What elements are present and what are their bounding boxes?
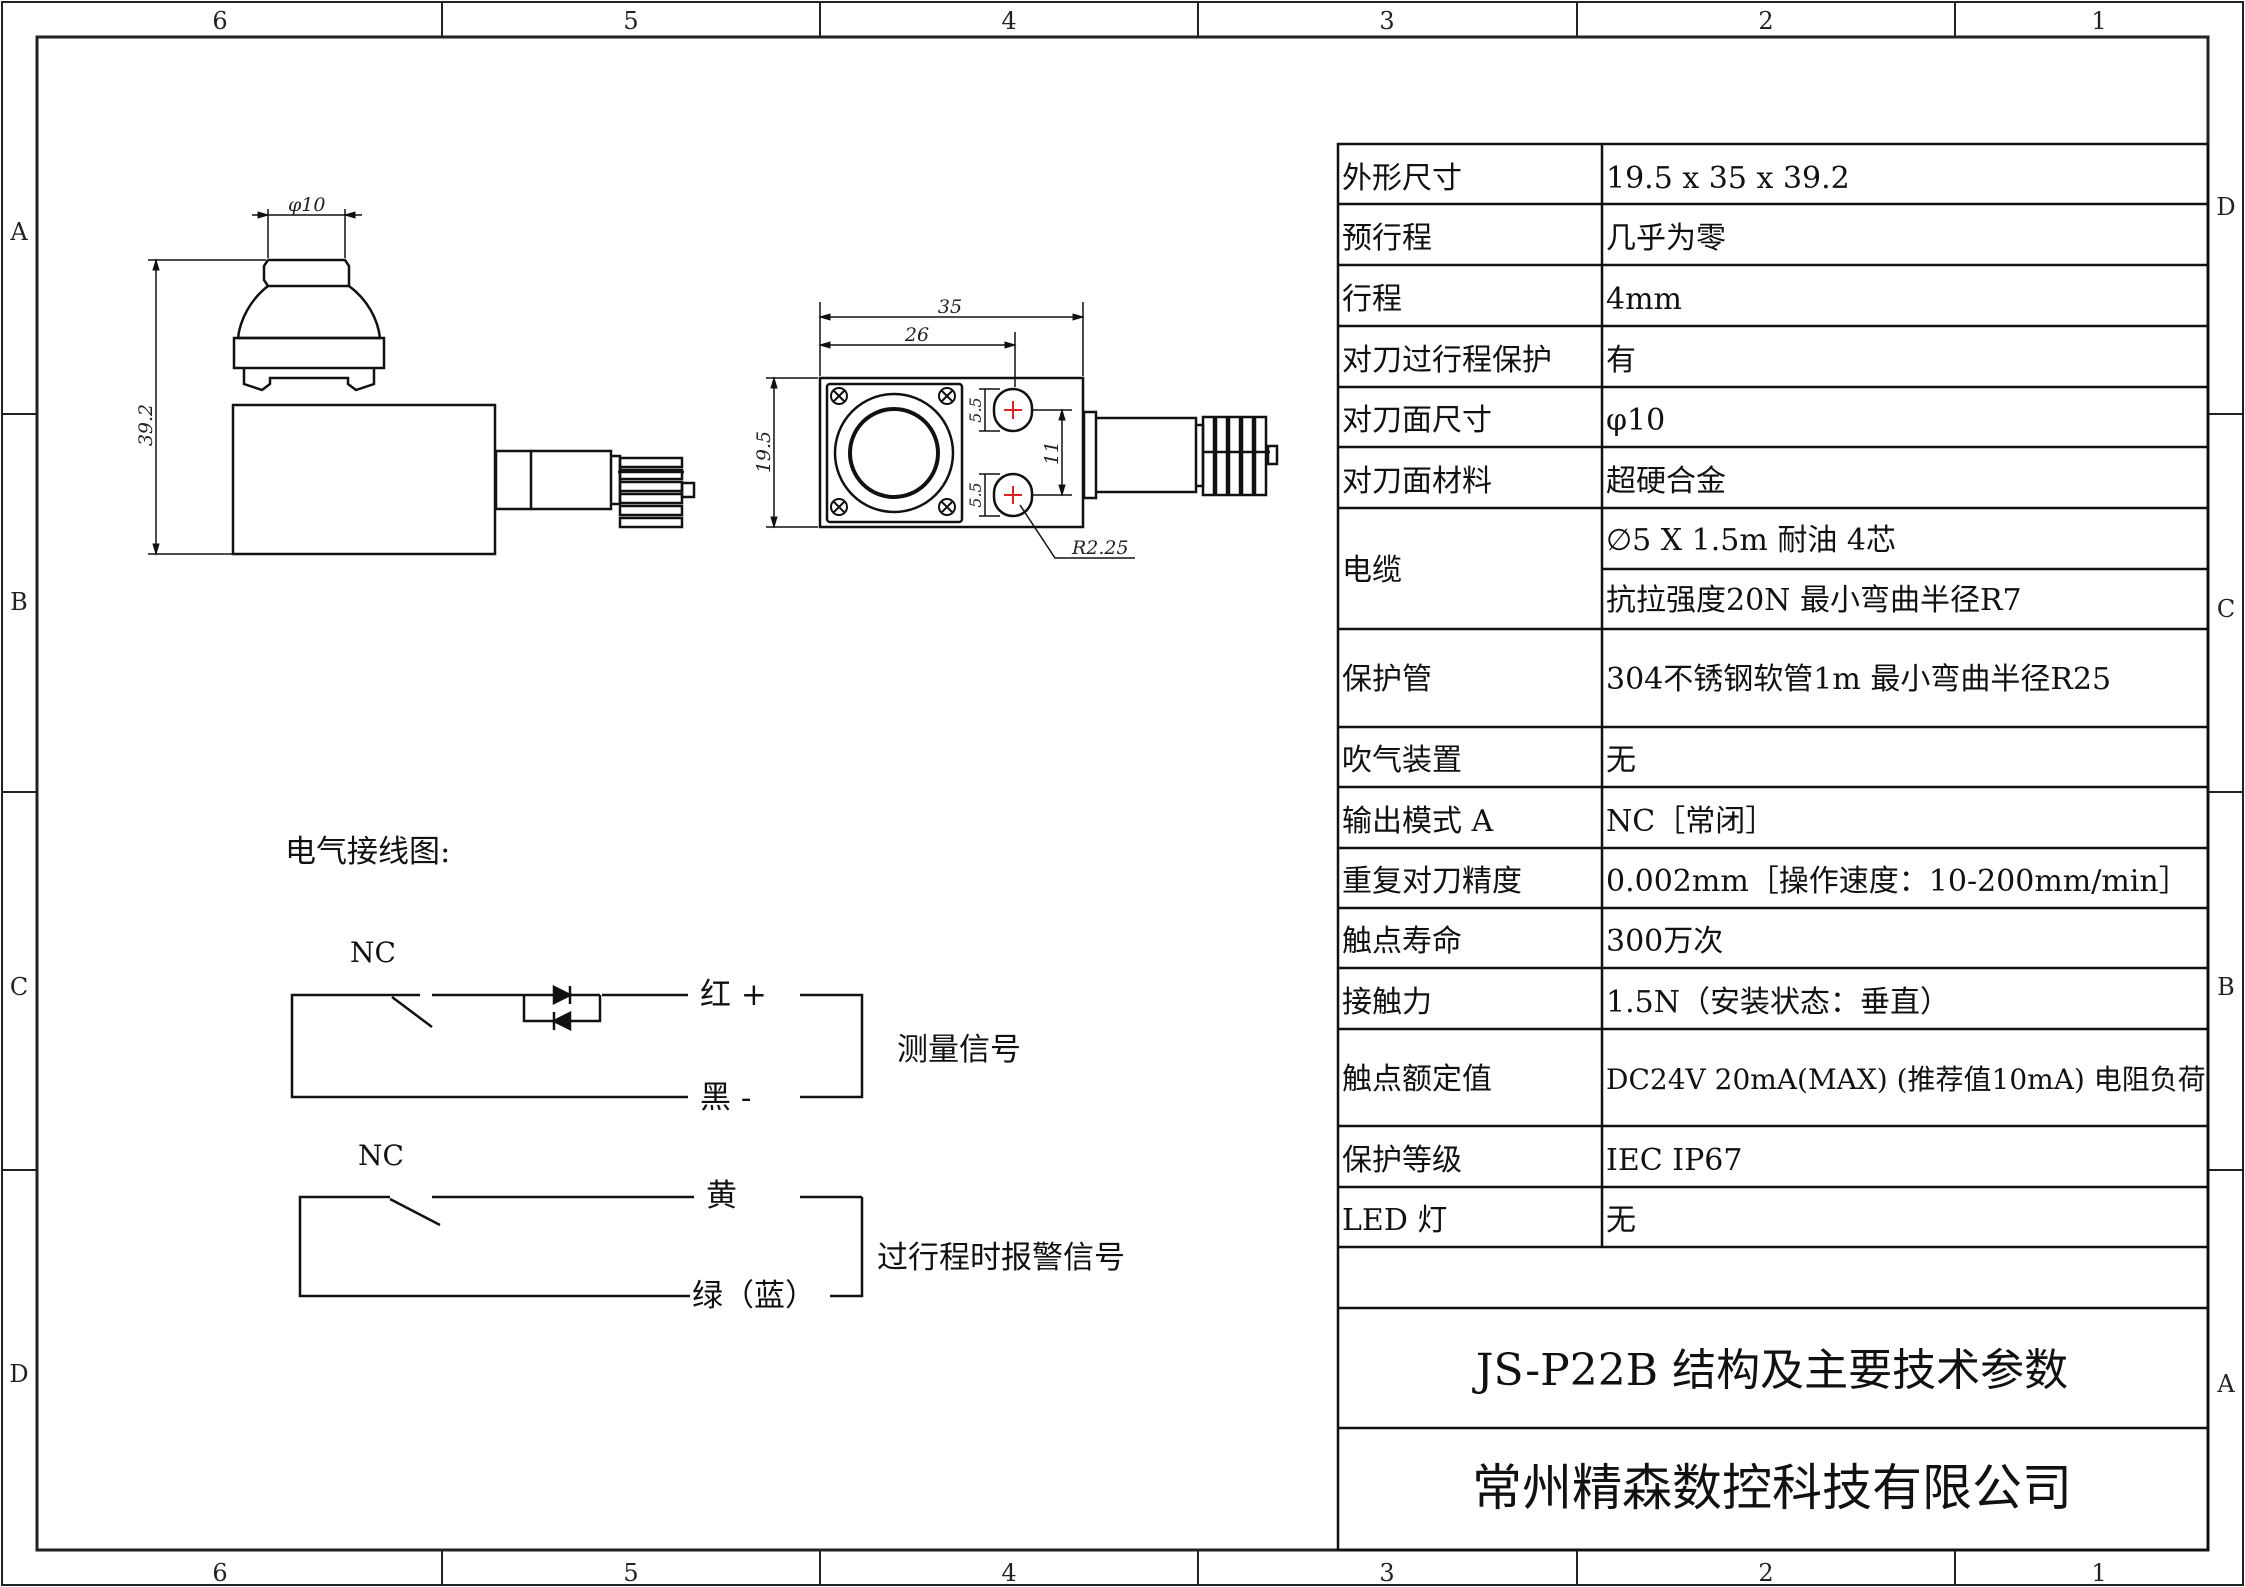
cable-ribs [618,456,684,529]
spec-label-face-material: 对刀面材料 [1342,464,1492,499]
spec-value-protective-tube: 304不锈钢软管1m 最小弯曲半径R25 [1606,662,2111,697]
wiring-black-wire: 黑 - [700,1080,751,1116]
top-view [766,302,1279,559]
wiring-green-wire: 绿（蓝） [692,1278,816,1314]
spec-value-dimensions: 19.5 x 35 x 39.2 [1606,161,1850,196]
spec-value-contact-rating: DC24V 20mA(MAX) (推荐值10mA) 电阻负荷 [1606,1063,2206,1096]
drawing-title: JS-P22B 结构及主要技术参数 [1472,1345,2068,1396]
spec-label-cable: 电缆 [1342,553,1402,588]
zone-left-d: D [9,1360,28,1388]
dim-r2-25-label: R2.25 [1071,537,1129,559]
zone-top-2: 2 [1758,7,1773,35]
spec-value-cable-strength: 抗拉强度20N 最小弯曲半径R7 [1606,583,2022,618]
spec-value-face-size: φ10 [1606,403,1665,438]
spec-label-dimensions: 外形尺寸 [1342,161,1462,196]
spec-value-protection-class: IEC IP67 [1606,1143,1742,1178]
zone-bottom-3: 3 [1379,1559,1394,1587]
spec-table [1336,142,2210,1552]
spec-label-protection-class: 保护等级 [1342,1143,1462,1178]
spec-label-protective-tube: 保护管 [1342,662,1432,697]
zone-right-c: C [2217,595,2235,623]
zone-right-d: D [2216,193,2235,221]
dim-5-5b-label: 5.5 [966,482,985,507]
zone-top-5: 5 [623,7,638,35]
spec-value-led: 无 [1606,1203,1636,1238]
spec-value-face-material: 超硬合金 [1606,464,1726,499]
spec-label-repeatability: 重复对刀精度 [1342,864,1522,899]
zone-bottom-6: 6 [212,1559,227,1587]
wiring-nc2: NC [358,1139,404,1172]
spec-values: 19.5 x 35 x 39.2 几乎为零 4mm 有 φ10 超硬合金 ∅5 … [1606,161,2206,1238]
spec-label-air-blow: 吹气装置 [1342,743,1462,778]
wiring-circuit-2 [298,1195,864,1298]
spec-label-travel: 行程 [1342,282,1402,317]
zone-bottom-5: 5 [623,1559,638,1587]
spec-value-contact-life: 300万次 [1606,924,1723,959]
side-view [148,209,696,556]
zone-labels: 6 5 4 3 2 1 6 5 4 3 2 1 A B C D D C B A [9,7,2235,1587]
dim-5-5a-label: 5.5 [966,397,985,422]
screw-heads [830,387,956,516]
spec-value-contact-force: 1.5N（安装状态：垂直） [1606,985,1950,1020]
spec-label-led: LED 灯 [1342,1203,1447,1238]
spec-label-pretravel: 预行程 [1342,221,1432,256]
wiring-measure-signal: 测量信号 [897,1032,1021,1068]
spec-label-overtravel-protection: 对刀过行程保护 [1342,343,1552,378]
zone-left-a: A [9,218,28,246]
spec-value-repeatability: 0.002mm［操作速度：10-200mm/min］ [1606,864,2189,899]
zone-top-3: 3 [1379,7,1394,35]
zone-bottom-1: 1 [2091,1559,2106,1587]
zone-top-1: 1 [2091,7,2106,35]
dim-19-5-label: 19.5 [753,431,775,473]
top-cable-ribs [1201,415,1270,497]
company-name: 常州精森数控科技有限公司 [1472,1459,2072,1517]
dim-11-label: 11 [1041,441,1063,465]
wiring-red-wire: 红 + [700,977,767,1013]
spec-label-output-mode: 输出模式 A [1342,804,1494,839]
spec-value-travel: 4mm [1606,282,1682,317]
spec-labels: 外形尺寸 预行程 行程 对刀过行程保护 对刀面尺寸 对刀面材料 电缆 保护管 吹… [1342,161,1552,1238]
spec-value-overtravel-protection: 有 [1606,343,1636,378]
wiring-nc1: NC [350,936,396,969]
spec-value-pretravel: 几乎为零 [1606,221,1726,256]
wiring-title: 电气接线图: [285,834,450,870]
zone-top-6: 6 [212,7,227,35]
wiring-alarm-signal: 过行程时报警信号 [877,1240,1125,1276]
spec-value-cable: ∅5 X 1.5m 耐油 4芯 [1606,523,1896,558]
spec-label-contact-life: 触点寿命 [1342,924,1462,959]
dim-26-label: 26 [904,324,929,346]
spec-row-lines [1338,202,2208,1430]
zone-left-b: B [10,588,28,616]
zone-top-4: 4 [1001,7,1016,35]
spec-value-air-blow: 无 [1606,743,1636,778]
zone-right-a: A [2216,1370,2235,1398]
dim-35-label: 35 [938,296,962,318]
dim-39-2-label: 39.2 [135,404,157,446]
zone-bottom-2: 2 [1758,1559,1773,1587]
spec-label-contact-force: 接触力 [1342,985,1432,1020]
zone-right-b: B [2217,973,2235,1001]
spec-label-contact-rating: 触点额定值 [1342,1062,1492,1097]
wiring-circuit-1 [290,984,864,1099]
zone-left-c: C [10,973,28,1001]
wiring-yellow-wire: 黄 [706,1178,737,1214]
dim-phi10-label: φ10 [288,194,325,216]
spec-value-output-mode: NC［常闭］ [1606,804,1775,839]
zone-bottom-4: 4 [1001,1559,1016,1587]
spec-label-face-size: 对刀面尺寸 [1342,403,1492,438]
slot-center-marks [1004,401,1022,504]
